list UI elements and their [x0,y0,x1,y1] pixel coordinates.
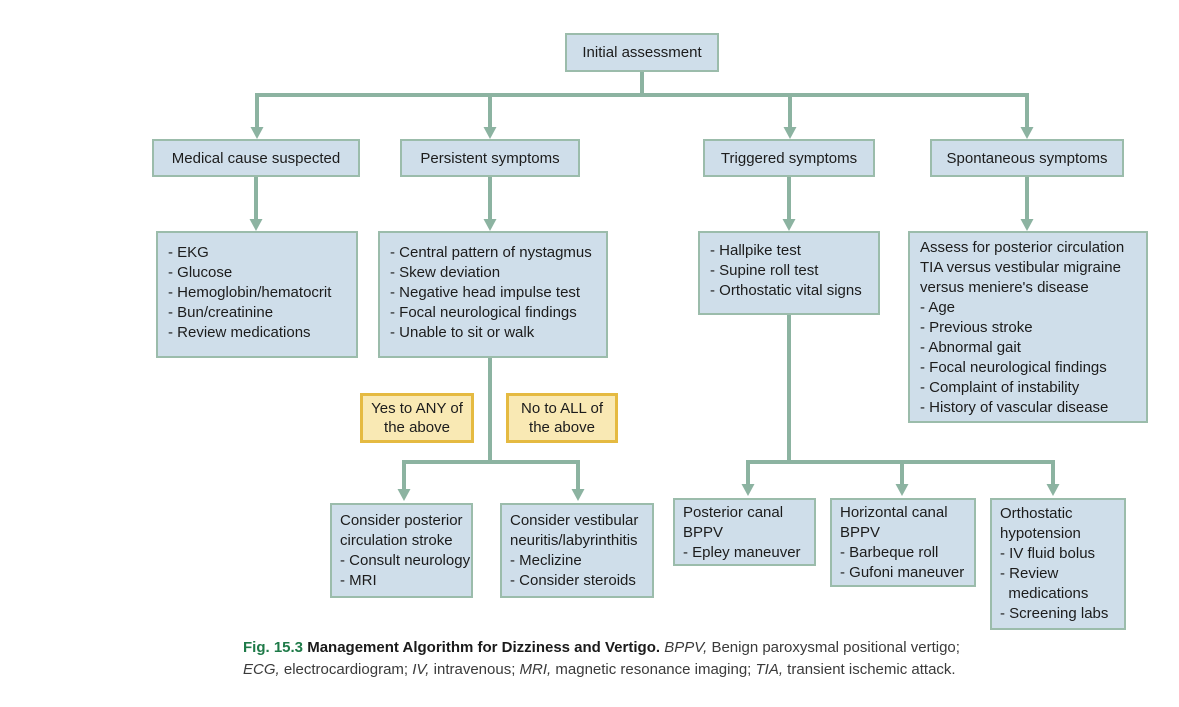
node-line: versus meniere's disease [920,279,1089,296]
caption-definition: electrocardiogram; [279,661,413,678]
node-line: - Focal neurological findings [390,304,577,321]
node-line: - Negative head impulse test [390,284,581,301]
node-spontaneous-symptoms: Spontaneous symptoms [930,139,1124,177]
caption-line-2: ECG, electrocardiogram; IV, intravenous;… [243,659,1003,681]
node-line: Horizontal canal [840,504,948,521]
caption-definition: magnetic resonance imaging; [551,661,756,678]
arrow-icon [1020,219,1034,231]
node-line: Consider posterior [340,512,463,529]
node-line: - Hemoglobin/hematocrit [168,284,332,301]
arrow-icon [483,219,497,231]
node-line: No to ALL of [520,400,603,417]
arrow-icon [1046,484,1060,496]
node-line: - Orthostatic vital signs [710,282,862,299]
node-line: - Screening labs [1000,605,1109,622]
arrow-icon [782,219,796,231]
node-line: Consider vestibular [510,512,639,529]
figure-number: Fig. 15.3 [243,639,304,656]
node-line: Posterior canal [683,504,784,521]
node-vestibular-neuritis: Consider vestibular neuritis/labyrinthit… [500,503,654,598]
node-line: medications [1000,585,1089,602]
caption-term: IV, [412,661,430,678]
node-horizontal-canal-bppv: Horizontal canal BPPV - Barbeque roll - … [830,498,976,587]
node-persistent-findings: - Central pattern of nystagmus - Skew de… [378,231,608,358]
node-yes-to-any: Yes to ANY of the above [360,393,474,443]
arrow-icon [1020,127,1034,139]
node-line: - Consider steroids [510,572,636,589]
node-line: Yes to ANY of [371,400,463,417]
node-line: - Review [1000,565,1059,582]
node-line: - Complaint of instability [920,379,1080,396]
node-line: - Barbeque roll [840,544,939,561]
caption-definition: transient ischemic attack. [783,661,956,678]
node-line: the above [384,419,450,436]
node-triggered-tests: - Hallpike test - Supine roll test - Ort… [698,231,880,315]
caption-title: Management Algorithm for Dizziness and V… [303,639,665,656]
node-line: - Age [920,299,956,316]
node-line: - IV fluid bolus [1000,545,1096,562]
node-line: hypotension [1000,525,1081,542]
node-line: - Glucose [168,264,233,281]
node-line: - Hallpike test [710,242,801,259]
node-medical-cause-suspected: Medical cause suspected [152,139,360,177]
node-orthostatic-hypotension: Orthostatic hypotension - IV fluid bolus… [990,498,1126,630]
connector [402,460,580,489]
arrow-icon [895,484,909,496]
caption-term: BPPV, [664,639,708,656]
node-line: - MRI [340,572,377,589]
node-line: - Consult neurology [340,552,471,569]
node-line: the above [529,419,595,436]
node-line: BPPV [840,524,881,541]
node-line: - Focal neurological findings [920,359,1107,376]
node-line: - Central pattern of nystagmus [390,244,592,261]
node-line: neuritis/labyrinthitis [510,532,638,549]
arrow-icon [571,489,585,501]
node-initial-assessment: Initial assessment [565,33,719,72]
arrow-icon [397,489,411,501]
node-persistent-symptoms: Persistent symptoms [400,139,580,177]
node-line: Assess for posterior circulation [920,239,1125,256]
node-line: - Supine roll test [710,262,819,279]
caption-term: TIA, [755,661,784,678]
node-spontaneous-assessment: Assess for posterior circulation TIA ver… [908,231,1148,423]
node-line: - History of vascular disease [920,399,1109,416]
node-triggered-symptoms: Triggered symptoms [703,139,875,177]
node-line: - Bun/creatinine [168,304,274,321]
caption-definition: intravenous; [429,661,520,678]
arrow-icon [483,127,497,139]
node-line: - Meclizine [510,552,582,569]
node-line: - Skew deviation [390,264,501,281]
arrow-icon [249,219,263,231]
node-line: - Unable to sit or walk [390,324,535,341]
node-line: - Epley maneuver [683,544,801,561]
node-posterior-circulation-stroke: Consider posterior circulation stroke - … [330,503,473,598]
node-no-to-all: No to ALL of the above [506,393,618,443]
figure-caption: Fig. 15.3 Management Algorithm for Dizzi… [243,637,1003,681]
node-line: circulation stroke [340,532,453,549]
node-line: BPPV [683,524,724,541]
caption-definition: Benign paroxysmal positional vertigo; [707,639,960,656]
caption-line-1: Fig. 15.3 Management Algorithm for Dizzi… [243,637,1003,659]
node-line: Orthostatic [1000,505,1073,522]
node-line: TIA versus vestibular migraine [920,259,1121,276]
node-medical-workup: - EKG - Glucose - Hemoglobin/hematocrit … [156,231,358,358]
node-line: - EKG [168,244,209,261]
node-line: - Review medications [168,324,311,341]
node-posterior-canal-bppv: Posterior canal BPPV - Epley maneuver [673,498,816,566]
arrow-icon [783,127,797,139]
connector [255,93,1029,127]
arrow-icon [741,484,755,496]
arrow-icon [250,127,264,139]
caption-term: MRI, [519,661,552,678]
node-line: - Gufoni maneuver [840,564,965,581]
caption-term: ECG, [243,661,280,678]
node-line: - Abnormal gait [920,339,1021,356]
node-line: - Previous stroke [920,319,1033,336]
